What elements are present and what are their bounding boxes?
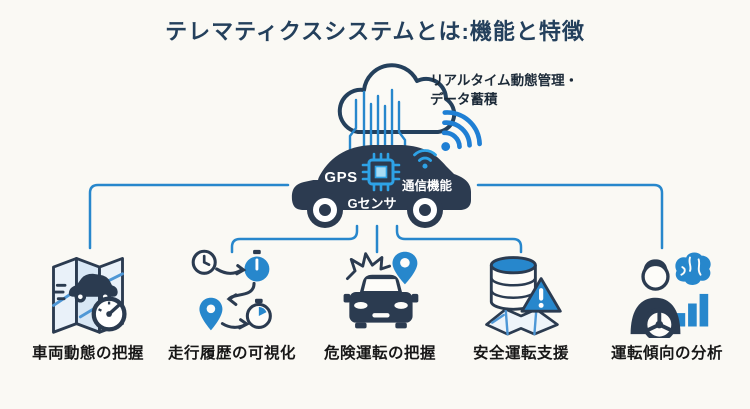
front-wheel	[307, 192, 343, 228]
windshield	[296, 163, 322, 180]
feature-label: 車両動態の把握	[31, 345, 144, 362]
feature-safety-support: 安全運転支援	[446, 246, 596, 363]
gps-label: GPS	[324, 169, 358, 186]
connector-right	[476, 183, 664, 250]
page-title: テレマティクスシステムとは:機能と特徴	[165, 19, 585, 44]
feature-label: 走行履歴の可視化	[167, 345, 296, 362]
connector-left	[88, 183, 290, 250]
wifi-signal-icon	[441, 110, 482, 151]
connector-feature4	[395, 224, 523, 254]
connector-feature2	[230, 224, 359, 254]
cloud-icon	[337, 63, 457, 134]
feature-label: 危険運転の把握	[323, 345, 436, 362]
cloud-annotation-line1: リアルタイム動態管理・	[430, 73, 579, 88]
cloud-annotation-line2: データ蓄積	[430, 92, 498, 107]
gsensor-label: Gセンサ	[347, 196, 397, 211]
car-wifi-icon	[413, 149, 437, 169]
data-stream-lines	[348, 88, 407, 162]
feature-drive-history: 走行履歴の可視化	[157, 246, 307, 363]
chip-icon	[361, 152, 401, 192]
feature-dangerous-driving: 危険運転の把握	[305, 246, 455, 363]
car-crash-pin-icon	[343, 251, 419, 329]
cloud-annotation: リアルタイム動態管理・ データ蓄積	[430, 71, 578, 109]
feature-label: 運転傾向の分析	[610, 345, 723, 362]
rear-wheel	[407, 192, 443, 228]
route-history-icon	[191, 249, 272, 331]
map-vehicle-gauge-icon	[52, 257, 127, 334]
feature-label: 安全運転支援	[472, 345, 569, 362]
feature-tendency-analysis: 運転傾向の分析	[592, 246, 742, 363]
driver-brain-chart-icon	[630, 252, 711, 338]
comm-function-label: 通信機能	[401, 179, 452, 193]
feature-vehicle-dynamics: 車両動態の把握	[13, 246, 163, 363]
database-warning-map-icon	[485, 256, 562, 336]
